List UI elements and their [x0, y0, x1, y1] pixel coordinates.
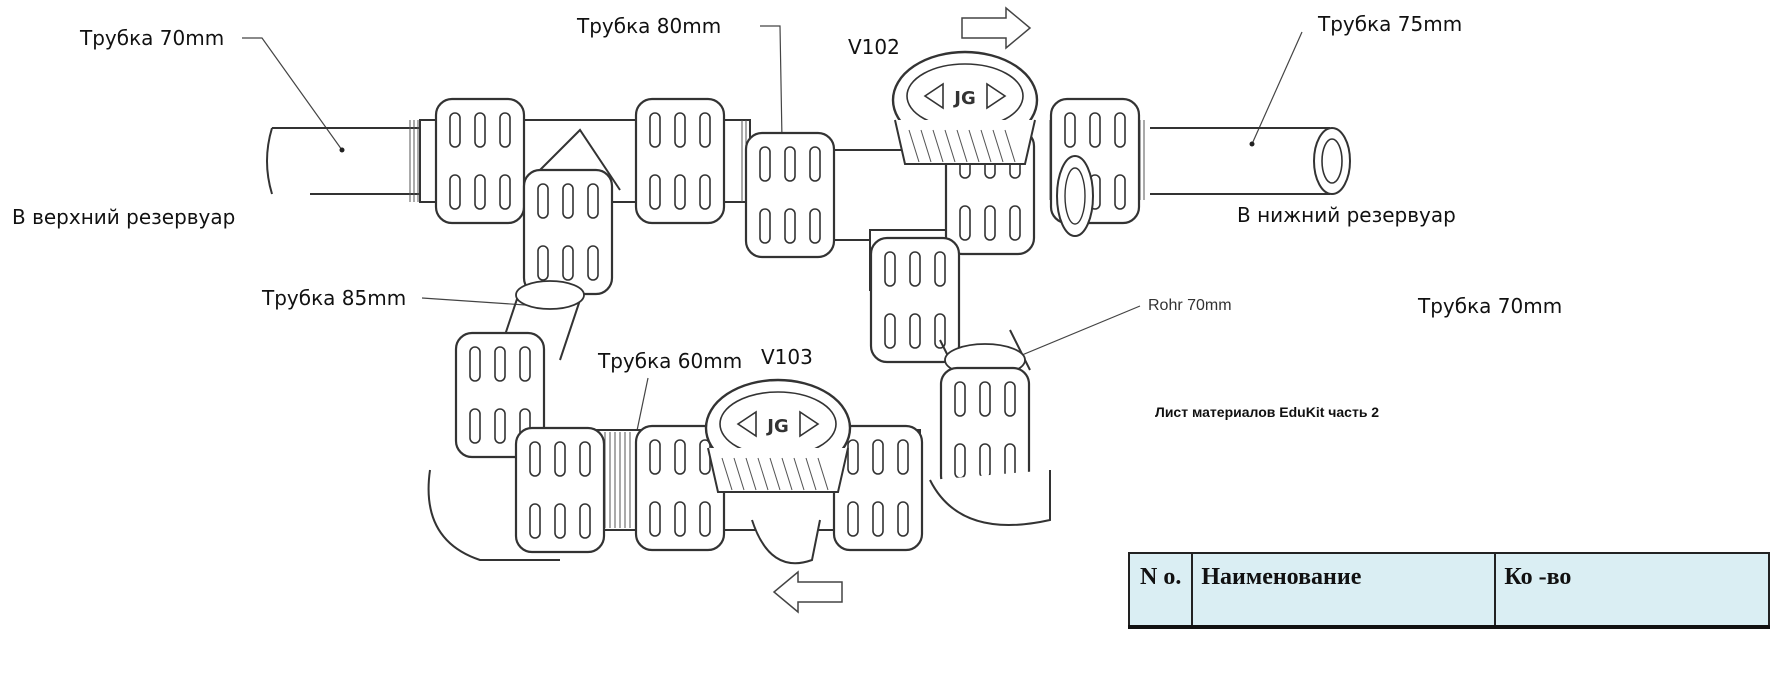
- flow-arrow-right-icon: [961, 6, 1032, 50]
- label-to-upper-tank: В верхний резервуар: [12, 205, 236, 229]
- bottom-run: [427, 331, 924, 565]
- label-valve-v103: V103: [761, 345, 813, 369]
- bom-header-name: Наименование: [1191, 552, 1497, 629]
- elbow-right: [869, 236, 1051, 526]
- pipe-left: [266, 127, 420, 195]
- label-valve-v102: V102: [848, 35, 900, 59]
- tee-upper-left: [409, 97, 751, 296]
- bom-header-row: N o. Наименование Ко -во: [1127, 552, 1770, 629]
- label-rohr-70: Rohr 70mm: [1148, 297, 1232, 314]
- label-to-lower-tank: В нижний резервуар: [1237, 203, 1456, 227]
- label-pipe-60: Трубка 60mm: [598, 349, 743, 373]
- bom-header-qty: Ко -во: [1494, 552, 1770, 629]
- bom-header-no: N o.: [1127, 552, 1194, 629]
- pipe-right: [1150, 127, 1351, 195]
- label-pipe-75: Трубка 75mm: [1318, 12, 1463, 36]
- label-pipe-85: Трубка 85mm: [262, 286, 407, 310]
- label-pipe-70-top-left: Трубка 70mm: [80, 26, 225, 50]
- flow-arrow-left-icon: [772, 570, 843, 614]
- label-pipe-70-right: Трубка 70mm: [1418, 294, 1563, 318]
- bom-table: N o. Наименование Ко -во: [1127, 552, 1770, 629]
- bom-caption: Лист материалов EduKit часть 2: [1155, 404, 1380, 420]
- label-pipe-80: Трубка 80mm: [577, 14, 722, 38]
